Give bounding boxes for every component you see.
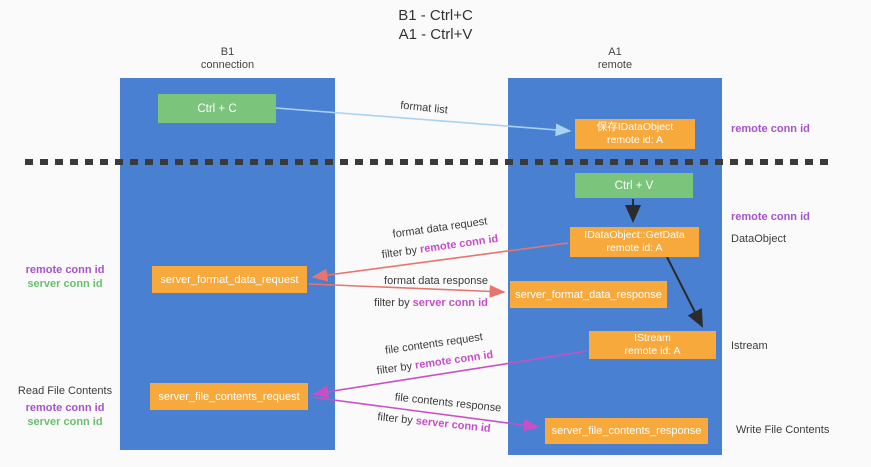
idataobject-getdata-box: IDataObject::GetData remote id: A: [570, 227, 699, 257]
ctrl-v-label: Ctrl + V: [614, 179, 654, 192]
title-line-2: A1 - Ctrl+V: [398, 26, 473, 43]
arrow-file-contents-request: [312, 350, 588, 399]
arrow-format-data-response: [308, 283, 506, 298]
arrow-file-contents-response: [310, 396, 540, 432]
arrow-getdata-to-istream: [666, 256, 703, 328]
server-conn-id-left: server conn id: [27, 278, 103, 290]
lane-a1-title: A1: [608, 46, 622, 58]
ctrl-c-label: Ctrl + C: [197, 102, 237, 115]
diagram-title: B1 - Ctrl+C A1 - Ctrl+V: [0, 6, 871, 44]
remote-conn-id-left: remote conn id: [25, 264, 105, 276]
format-data-response-filter-label: filter by server conn id: [374, 297, 488, 309]
server-file-contents-response-box: server_file_contents_response: [545, 418, 708, 444]
server-file-contents-response-label: server_file_contents_response: [551, 425, 702, 437]
title-line-1: B1 - Ctrl+C: [398, 7, 473, 24]
server-format-data-response-box: server_format_data_response: [510, 281, 667, 308]
ctrl-c-box: Ctrl + C: [158, 94, 276, 123]
left-conn-id-pair: remote conn id server conn id: [13, 263, 117, 291]
server-conn-id-text: server conn id: [412, 297, 488, 309]
server-file-contents-request-box: server_file_contents_request: [150, 383, 308, 410]
server-file-contents-request-label: server_file_contents_request: [158, 390, 300, 403]
arrow-format-data-request: [311, 242, 569, 282]
save-idataobject-box: 保存IDataObject remote id: A: [575, 119, 695, 149]
remote-conn-id-left-bottom: remote conn id: [25, 402, 105, 414]
dataobject-label: DataObject: [731, 233, 787, 245]
istream-line2: remote id: A: [624, 345, 681, 357]
arrow-format-list: [275, 107, 572, 137]
server-conn-id-left-bottom: server conn id: [27, 416, 103, 428]
filter-by-text: filter by: [374, 297, 413, 309]
lane-b1-title: B1: [220, 46, 235, 58]
save-idataobject-line1: 保存IDataObject: [596, 121, 674, 133]
read-file-contents-label: Read File Contents: [17, 385, 113, 397]
lane-a1-subtitle: remote: [597, 59, 633, 71]
getdata-line2: remote id: A: [606, 242, 663, 254]
istream-box: IStream remote id: A: [589, 331, 716, 359]
remote-conn-id-side-mid: remote conn id: [731, 211, 810, 223]
ctrl-v-box: Ctrl + V: [575, 173, 693, 198]
server-format-data-request-box: server_format_data_request: [152, 266, 307, 293]
lane-b1-subtitle: connection: [200, 59, 255, 71]
read-file-contents-block: Read File Contents remote conn id server…: [13, 384, 117, 429]
server-format-data-request-label: server_format_data_request: [160, 273, 299, 286]
istream-line1: IStream: [634, 332, 671, 344]
lane-header-b1: B1 connection: [120, 46, 335, 72]
format-data-response-label: format data response: [384, 275, 488, 287]
write-file-contents-label: Write File Contents: [736, 424, 830, 436]
lane-header-a1: A1 remote: [508, 46, 722, 72]
getdata-line1: IDataObject::GetData: [584, 229, 685, 241]
server-format-data-response-label: server_format_data_response: [515, 288, 662, 301]
remote-conn-id-side-top: remote conn id: [731, 123, 810, 135]
istream-side-label: Istream: [731, 340, 768, 352]
save-idataobject-line2: remote id: A: [606, 134, 664, 146]
